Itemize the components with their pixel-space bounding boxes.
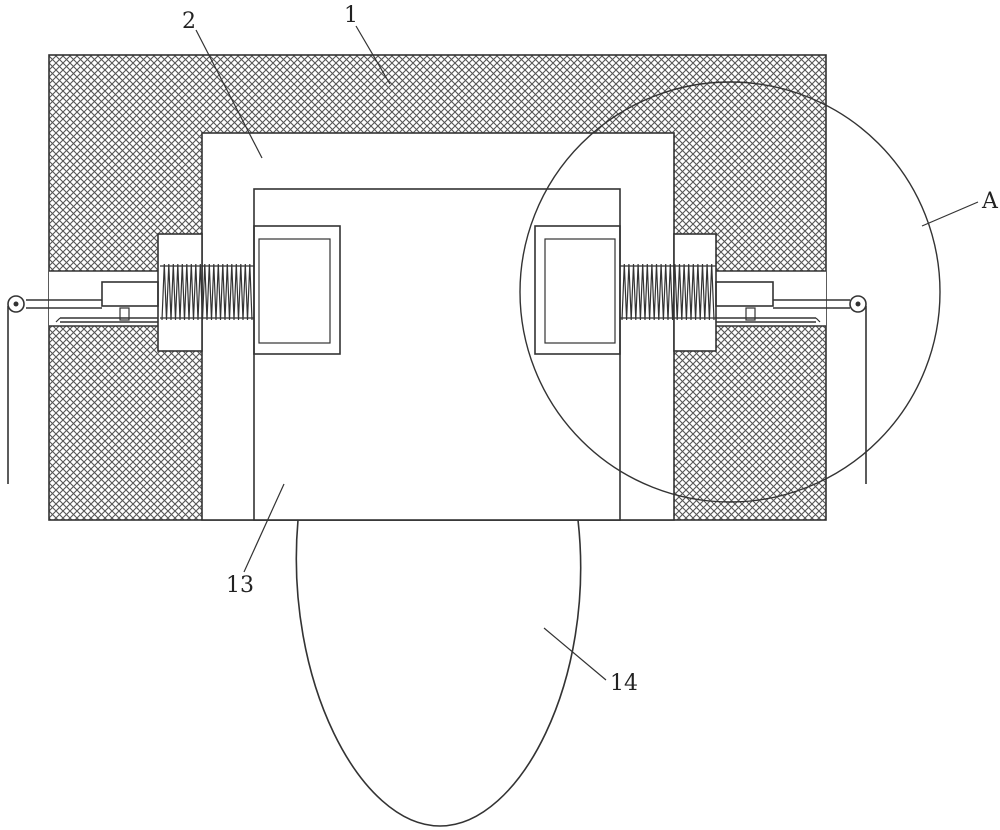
bottom-loop — [295, 519, 582, 827]
leader-13 — [243, 483, 285, 573]
leader-14 — [543, 627, 607, 681]
label-a: A — [981, 189, 999, 214]
detail-circle-a — [519, 81, 941, 503]
left-window-inner — [258, 238, 331, 344]
leader-1 — [355, 25, 391, 85]
left-spring — [160, 263, 254, 321]
label-14: 14 — [610, 671, 638, 696]
leader-a — [921, 201, 979, 227]
left-pulley — [7, 295, 25, 484]
label-2: 2 — [182, 9, 196, 34]
label-1: 1 — [344, 3, 358, 28]
left-mount-block — [157, 233, 203, 352]
left-window-outer — [253, 225, 341, 355]
right-window-inner — [544, 238, 616, 344]
right-pulley — [849, 295, 867, 484]
right-slider-assembly — [715, 281, 850, 323]
right-window-outer — [534, 225, 621, 355]
left-slider-assembly — [26, 281, 159, 323]
leader-2 — [195, 29, 263, 159]
label-13: 13 — [226, 573, 254, 598]
right-spring — [620, 263, 716, 321]
